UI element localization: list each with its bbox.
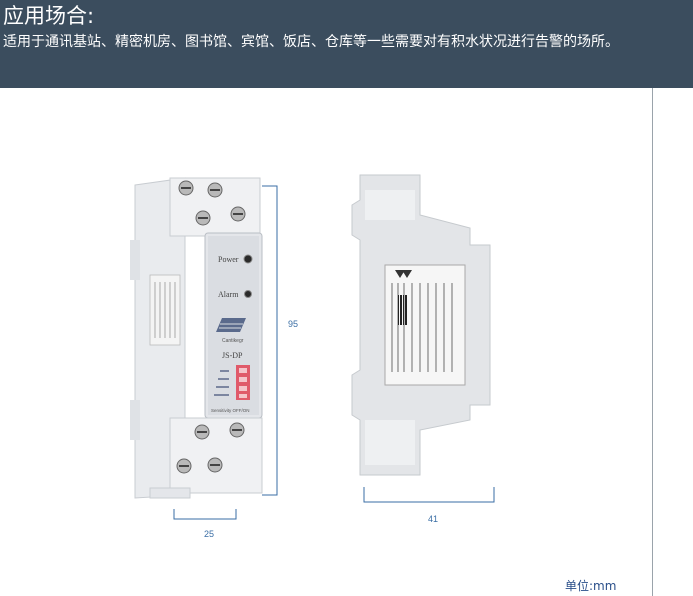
frame-divider [652, 88, 653, 596]
top-terminal-screws [178, 180, 246, 226]
front-width-dimension: 25 [204, 529, 215, 539]
side-device [351, 174, 491, 476]
dimension-lines [173, 185, 495, 520]
dip-switch [214, 365, 250, 400]
power-label: Power [218, 255, 239, 264]
brand-name: Cantikegr [222, 338, 244, 344]
model-name: JS-DP [222, 351, 243, 360]
dip-caption: Sensitivity OFF/ON [211, 408, 250, 413]
banner-title: 应用场合: [3, 4, 95, 28]
header-banner: 应用场合: 适用于通讯基站、精密机房、图书馆、宾馆、饭店、仓库等一些需要对有积水… [0, 0, 693, 88]
side-width-dimension: 41 [428, 514, 439, 524]
alarm-led [244, 290, 252, 298]
height-dimension: 95 [288, 319, 299, 329]
unit-label: 单位:mm [565, 579, 617, 593]
alarm-label: Alarm [218, 290, 239, 299]
banner-description: 适用于通讯基站、精密机房、图书馆、宾馆、饭店、仓库等一些需要对有积水状况进行告警… [3, 34, 619, 50]
power-led [243, 254, 253, 264]
bottom-terminal-screws [176, 422, 245, 474]
side-label [384, 264, 466, 386]
front-device: Power Alarm Cantikegr JS-DP Sensitivity … [130, 177, 263, 499]
brand-logo [216, 318, 246, 332]
